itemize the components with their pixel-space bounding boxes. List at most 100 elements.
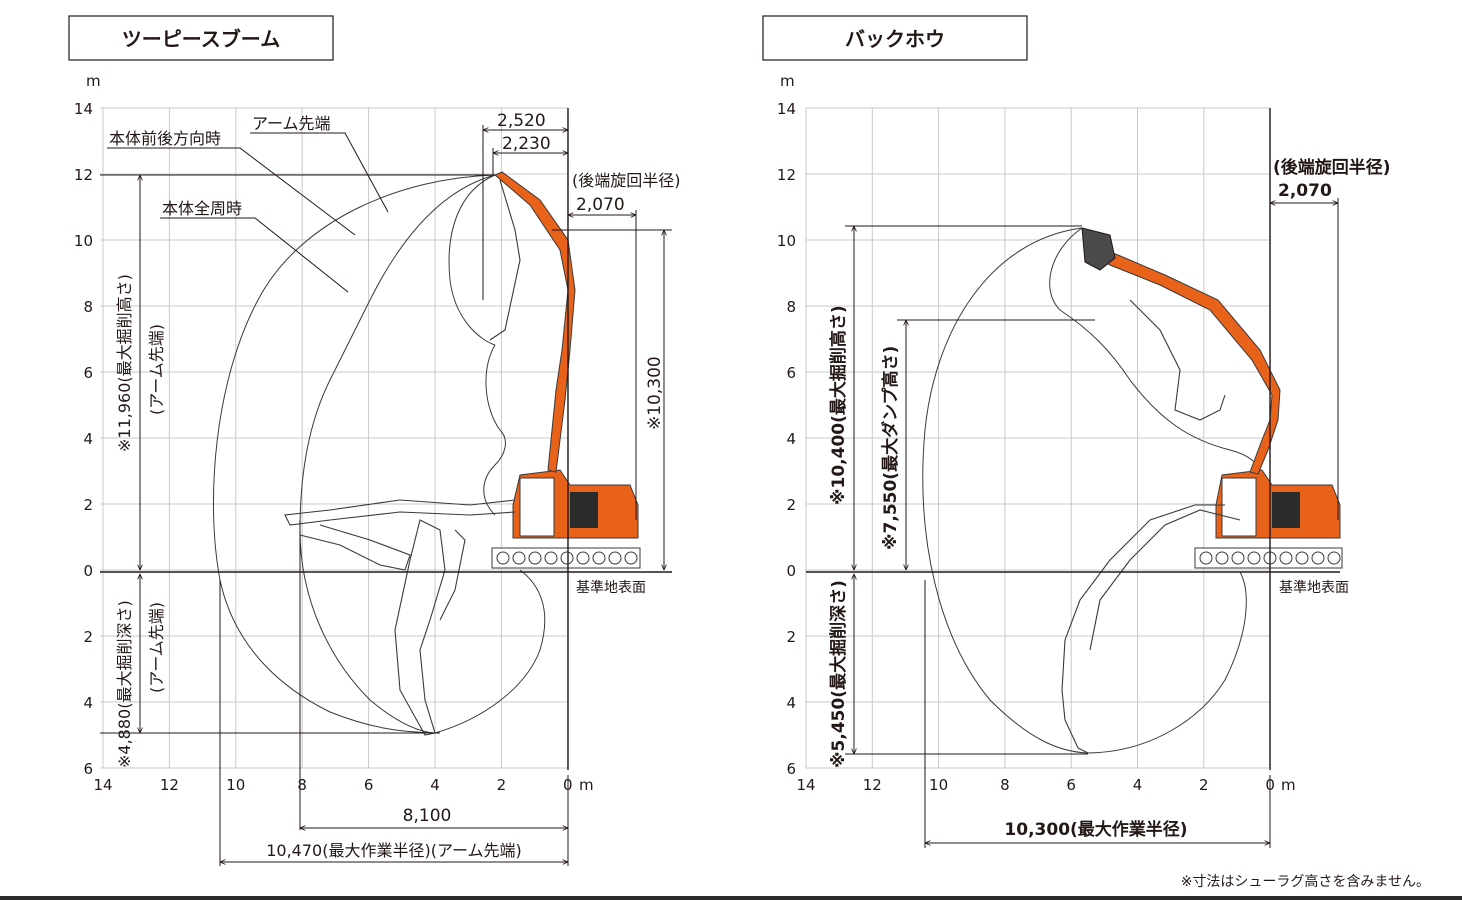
right-title-box bbox=[762, 15, 1028, 61]
right-track-rollers bbox=[1199, 551, 1341, 565]
left-x-tick-label: 6 bbox=[364, 776, 374, 794]
left-x-tick-label: 14 bbox=[93, 776, 112, 794]
left-y-tick-label: 0 bbox=[83, 562, 93, 580]
right-y-tick-label: 0 bbox=[786, 562, 796, 580]
right-x-tick-label: 14 bbox=[796, 776, 815, 794]
left-label-10300: ※10,300 bbox=[645, 356, 665, 430]
right-x-tick-label: 8 bbox=[1000, 776, 1010, 794]
right-y-tick-label: 6 bbox=[786, 364, 796, 382]
footnote: ※寸法はシューラグ高さを含みません。 bbox=[1181, 873, 1430, 890]
track-roller bbox=[1327, 551, 1341, 565]
right-y-tick-label: 12 bbox=[777, 166, 796, 184]
right-label-ground: 基準地表面 bbox=[1279, 579, 1349, 596]
right-excavator bbox=[1061, 227, 1343, 754]
right-y-tick-label: 4 bbox=[786, 430, 796, 448]
left-y-tick-label: 2 bbox=[83, 628, 93, 646]
track-roller bbox=[608, 551, 622, 565]
track-roller bbox=[1295, 551, 1309, 565]
left-y-unit: m bbox=[86, 72, 101, 90]
right-cab bbox=[1221, 477, 1257, 537]
right-label-tail-value: 2,070 bbox=[1278, 181, 1332, 201]
left-label-max-reach: 10,470(最大作業半径)(アーム先端) bbox=[266, 841, 522, 860]
left-cab bbox=[519, 477, 555, 537]
right-envelope-inner bbox=[1049, 227, 1263, 476]
left-arm-down bbox=[394, 519, 446, 736]
right-y-tick-label: 8 bbox=[786, 298, 796, 316]
right-label-max-reach: 10,300(最大作業半径) bbox=[1004, 819, 1187, 840]
right-x-tick-label: 4 bbox=[1133, 776, 1143, 794]
left-title: ツーピースブーム bbox=[122, 27, 280, 51]
right-x-tick-label: 6 bbox=[1066, 776, 1076, 794]
track-roller bbox=[1199, 551, 1213, 565]
left-x-tick-label: 8 bbox=[297, 776, 307, 794]
left-arm-tip-leader bbox=[250, 132, 389, 213]
left-front-rear-leader bbox=[107, 147, 356, 236]
track-roller bbox=[496, 551, 510, 565]
right-title: バックホウ bbox=[845, 27, 945, 51]
left-envelope-tail bbox=[448, 174, 506, 516]
right-y-tick-label: 14 bbox=[777, 100, 796, 118]
left-arm-up bbox=[489, 179, 521, 341]
left-label-max-depth: ※4,880(最大掘削深さ) bbox=[115, 600, 134, 768]
right-x-tick-label: 2 bbox=[1199, 776, 1209, 794]
right-y-tick-label: 10 bbox=[777, 232, 796, 250]
left-label-max-height-sub: (アーム先端) bbox=[147, 324, 166, 415]
left-label-front-rear: 本体前後方向時 bbox=[109, 129, 221, 148]
left-label-8100: 8,100 bbox=[403, 806, 452, 826]
right-x-tick-label: 10 bbox=[929, 776, 948, 794]
right-arm-mid bbox=[1129, 299, 1226, 421]
right-y-tick-label: 6 bbox=[786, 760, 796, 778]
left-y-tick-label: 6 bbox=[83, 364, 93, 382]
right-boom-down bbox=[1089, 509, 1241, 651]
left-excavator bbox=[284, 171, 641, 736]
left-x-tick-label: 2 bbox=[497, 776, 507, 794]
right-y-unit: m bbox=[780, 72, 795, 90]
left-y-tick-label: 8 bbox=[83, 298, 93, 316]
track-roller bbox=[1311, 551, 1325, 565]
right-label-max-depth: ※5,450(最大掘削深さ) bbox=[828, 580, 849, 768]
left-envelope-all-around bbox=[299, 174, 546, 734]
track-roller bbox=[1279, 551, 1293, 565]
right-bucket-top bbox=[1081, 227, 1116, 271]
left-all-around-leader bbox=[160, 217, 349, 293]
left-x-tick-label: 4 bbox=[430, 776, 440, 794]
left-x-tick-label: 10 bbox=[226, 776, 245, 794]
right-arm-down bbox=[1061, 504, 1225, 754]
track-roller bbox=[1231, 551, 1245, 565]
right-counterweight-logo bbox=[1272, 492, 1300, 528]
right-x-unit: m bbox=[1281, 776, 1296, 794]
right-y-tick-label: 4 bbox=[786, 694, 796, 712]
left-counterweight-logo bbox=[570, 492, 598, 528]
track-roller bbox=[560, 551, 574, 565]
left-x-tick-label: 12 bbox=[160, 776, 179, 794]
left-label-2520: 2,520 bbox=[497, 111, 546, 131]
left-label-arm-tip: アーム先端 bbox=[252, 114, 331, 133]
track-roller bbox=[592, 551, 606, 565]
left-label-tail-radius: (後端旋回半径) bbox=[572, 171, 681, 190]
left-y-tick-label: 2 bbox=[83, 496, 93, 514]
right-label-max-height: ※10,400(最大掘削高さ) bbox=[828, 305, 849, 505]
left-track-rollers bbox=[496, 551, 638, 565]
left-label-all-around: 本体全周時 bbox=[162, 199, 242, 218]
left-y-tick-label: 12 bbox=[74, 166, 93, 184]
right-y-tick-label: 2 bbox=[786, 628, 796, 646]
left-y-tick-label: 6 bbox=[83, 760, 93, 778]
right-envelope-lower bbox=[1087, 571, 1247, 754]
left-arm-horizontal bbox=[284, 499, 516, 526]
right-label-max-dump: ※7,550(最大ダンプ高さ) bbox=[880, 346, 901, 550]
left-label-2230: 2,230 bbox=[502, 134, 551, 154]
left-y-tick-label: 4 bbox=[83, 694, 93, 712]
left-title-box bbox=[68, 15, 334, 61]
left-label-tail-value: 2,070 bbox=[576, 195, 625, 215]
right-label-tail-radius: (後端旋回半径) bbox=[1273, 157, 1391, 178]
left-label-max-depth-sub: (アーム先端) bbox=[147, 602, 166, 693]
left-boom bbox=[494, 171, 576, 473]
right-envelope-outer bbox=[922, 227, 1089, 754]
